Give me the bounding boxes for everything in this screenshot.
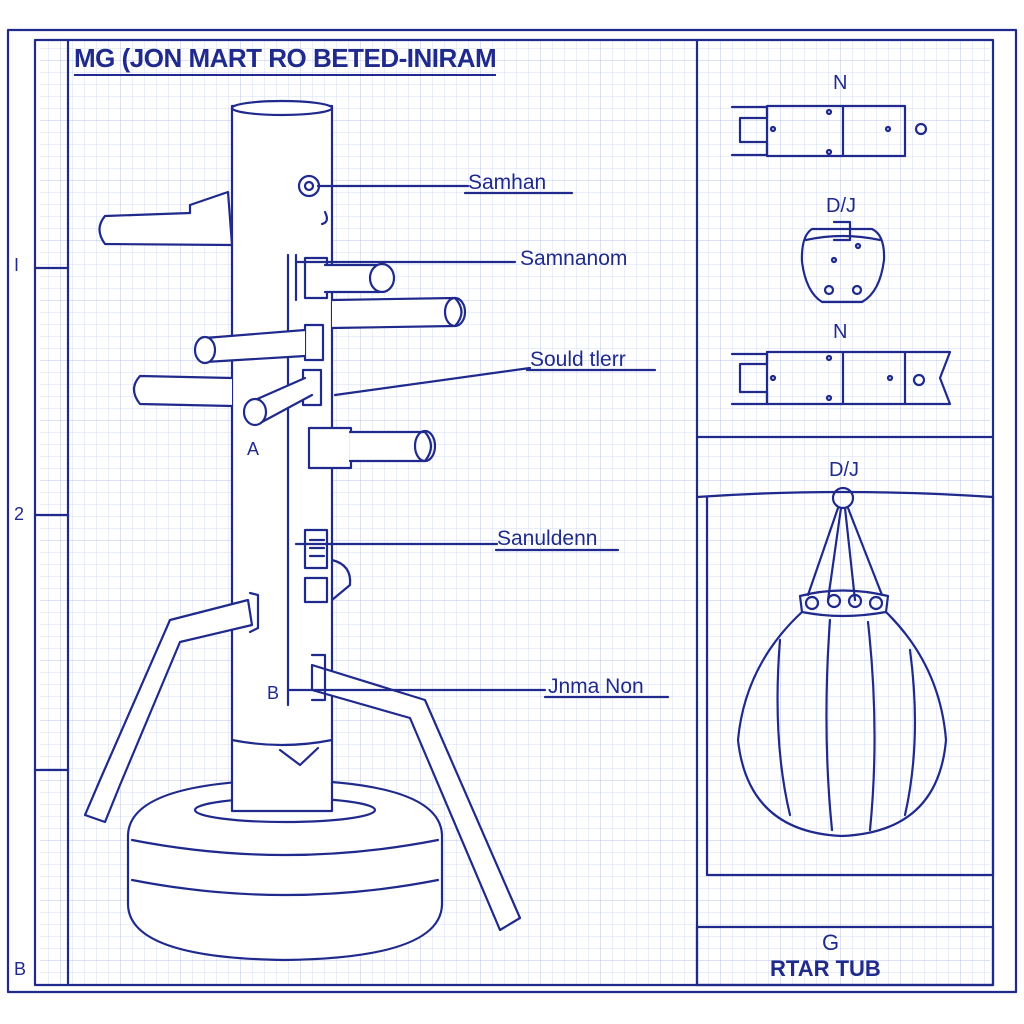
view-label-middle-upper: D/J [826, 195, 856, 217]
ruler-mark-1: I [14, 255, 20, 275]
speed-bag-drawing [736, 486, 948, 838]
title-block-name: RTAR TUB [770, 956, 881, 981]
drawing-title: MG (JON MART RO BETED-INIRAM [74, 45, 497, 76]
view-label-bottom: D/J [829, 459, 859, 481]
title-block-code: G [822, 930, 840, 955]
lower-right-arm [307, 426, 437, 470]
part-letter-a: A [247, 439, 260, 459]
ruler-mark-3: B [14, 959, 27, 979]
middle-left-arm [132, 374, 234, 408]
view-label-middle-lower: N [833, 321, 848, 343]
upper-left-arm [98, 190, 234, 247]
middle-right-arm [330, 296, 467, 330]
view-label-top: N [833, 72, 848, 94]
callout-label-1: Samhan [468, 171, 547, 194]
bracket-lower-view [730, 350, 952, 406]
title-block [695, 925, 995, 987]
part-letter-b: B [267, 683, 280, 703]
outer-border [6, 28, 1018, 994]
callout-label-2: Samnanom [520, 247, 628, 270]
diagonal-arm-lower [242, 368, 323, 427]
callout-label-4: Sanuldenn [497, 527, 598, 550]
wooden-dummy-drawing [83, 99, 670, 962]
left-leg [83, 591, 260, 824]
diagonal-arm-left [193, 323, 325, 365]
callout-label-3: Sould tlerr [530, 348, 626, 371]
upper-right-arm [303, 256, 396, 300]
callout-label-5: Jnma Non [548, 675, 644, 698]
bracket-top-view [730, 104, 928, 158]
ruler-mark-2: 2 [14, 504, 25, 524]
cap-detail-view [800, 220, 886, 304]
